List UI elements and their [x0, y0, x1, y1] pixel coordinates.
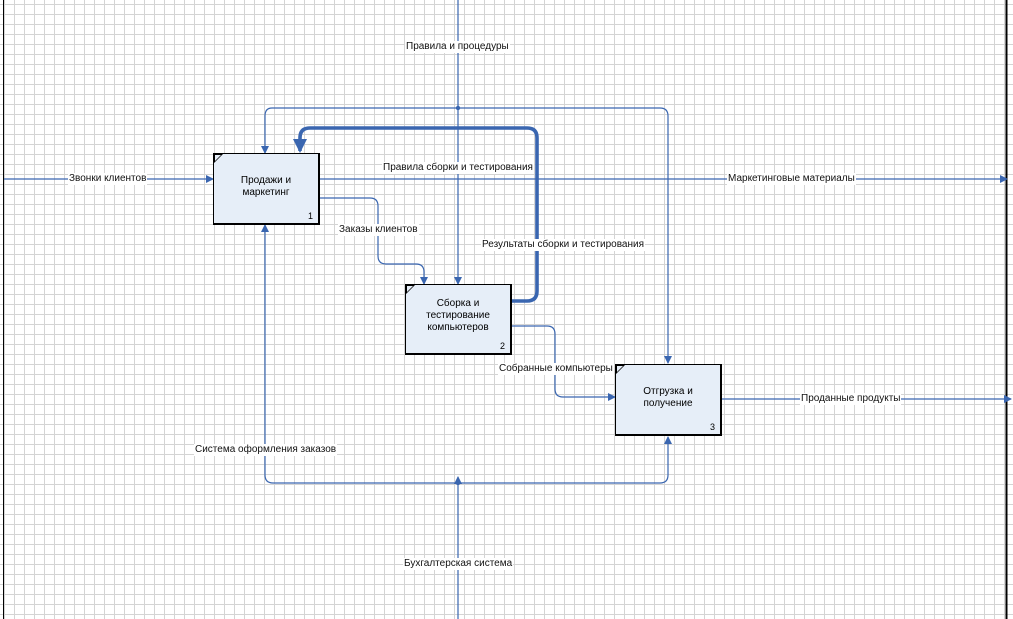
arrow-assembly-results-feedback — [293, 126, 539, 303]
activity-box-assembly-testing[interactable]: Сборка и тестирование компьютеров 2 — [405, 284, 512, 355]
arrow-control-branch-box1 — [261, 107, 458, 154]
label-order-system: Система оформления заказов — [194, 444, 338, 456]
label-assembly-results: Результаты сборки и тестирования — [481, 239, 646, 251]
activity-box-shipping-receiving[interactable]: Отгрузка и получение 3 — [615, 364, 722, 436]
label-assembled-computers: Собранные компьютеры — [498, 363, 614, 375]
arrow-control-branch-box3 — [458, 107, 672, 364]
label-marketing-materials: Маркетинговые материалы — [727, 173, 856, 185]
arrow-customer-orders — [319, 197, 428, 285]
activity-title: Продажи и маркетинг — [240, 174, 292, 198]
activity-title: Отгрузка и получение — [643, 385, 693, 409]
activity-number: 3 — [709, 422, 715, 432]
label-rules-procedures: Правила и процедуры — [405, 41, 510, 53]
corner-mark — [616, 365, 625, 374]
activity-number: 2 — [499, 341, 505, 351]
corner-mark — [406, 285, 415, 294]
label-customer-calls: Звонки клиентов — [68, 173, 148, 185]
activity-title: Сборка и тестирование компьютеров — [426, 298, 490, 334]
activity-number: 1 — [307, 211, 313, 221]
arrow-order-system-box1 — [261, 224, 458, 484]
activity-box-sales-marketing[interactable]: Продажи и маркетинг 1 — [213, 153, 320, 225]
arrow-order-system-box3 — [458, 436, 672, 484]
label-sold-products: Проданные продукты — [800, 393, 902, 405]
arrow-assembled-computers — [511, 325, 616, 401]
corner-mark — [214, 154, 223, 163]
label-customer-orders: Заказы клиентов — [338, 224, 419, 236]
junction-dot — [455, 480, 461, 486]
label-assembly-rules: Правила сборки и тестирования — [382, 162, 534, 174]
junction-dot — [455, 105, 461, 111]
label-accounting-system: Бухгалтерская система — [403, 558, 514, 570]
